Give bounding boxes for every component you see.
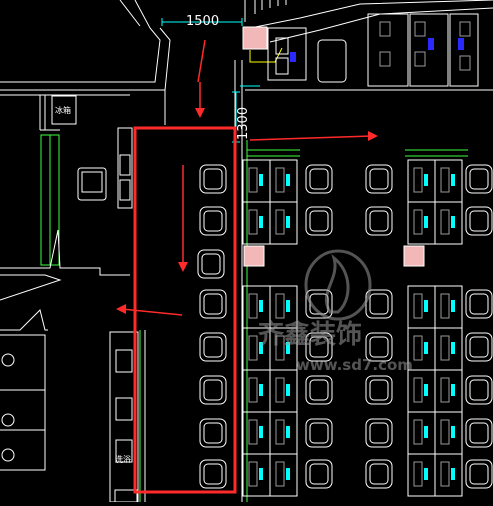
office-chair-icon [465,375,493,405]
office-columns [243,245,425,267]
top-dimension-label: 1500 [186,14,219,29]
office-chair-icon [305,164,333,194]
top-desk-details [379,21,471,71]
office-chair-icon [199,375,227,405]
office-chair-icon [365,375,393,405]
office-chair-icon [365,206,393,236]
upper-left-walls [0,0,171,131]
office-workstations [242,159,463,497]
office-desk-icon [407,285,463,497]
bathroom: 洗浴 [0,309,146,503]
office-chair-icon [465,289,493,319]
office-chair-icon [199,332,227,362]
office-chair-icon [365,418,393,448]
office-top-wall [247,149,468,157]
stairs [244,0,493,43]
office-desk-icon [242,159,298,245]
office-chair-icon [305,206,333,236]
watermark-text-cn: 齐鑫装饰 [258,319,362,350]
flame-logo [304,249,372,321]
watermark-text-en: www.sd7.com [296,356,413,374]
office-chair-icon [305,418,333,448]
office-chairs [197,164,493,489]
office-chair-icon [365,459,393,489]
office-chair-icon [465,206,493,236]
upper-room: 冰箱 [0,95,133,301]
top-blue-markers [290,38,464,62]
red-flow-arrows [116,39,378,316]
office-chair-icon [465,164,493,194]
office-desk-icon [407,159,463,245]
office-chair-icon [305,459,333,489]
watermark: 齐鑫装饰 www.sd7.com [258,249,413,374]
office-chair-icon [197,249,225,279]
lower-room-label: 洗浴 [115,454,131,464]
column-top [242,26,283,63]
office-chair-icon [365,164,393,194]
office-chair-icon [365,332,393,362]
office-chair-icon [199,164,227,194]
office-chair-icon [465,459,493,489]
office-chair-icon [305,375,333,405]
office-chair-icon [199,459,227,489]
office-chair-icon [199,206,227,236]
office-chair-icon [199,289,227,319]
upper-room-label: 冰箱 [55,105,71,115]
corridor-dimension-label: 1300 [236,107,251,140]
top-desk-group [245,13,493,91]
office-desk-icon [242,285,298,497]
office-chair-icon [465,418,493,448]
office-chair-icon [305,332,333,362]
office-chair-icon [465,332,493,362]
office-chair-icon [199,418,227,448]
